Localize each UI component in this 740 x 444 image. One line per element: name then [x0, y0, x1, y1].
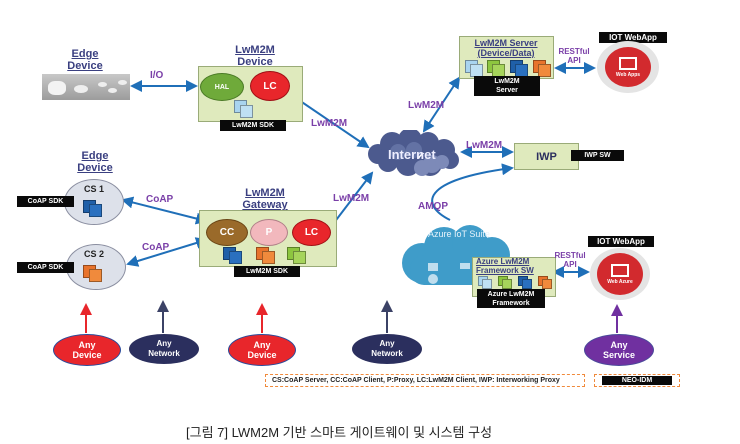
- module-icon: [538, 64, 551, 77]
- module-icon: [542, 279, 552, 289]
- iot-webapp-bottom-label: IOT WebApp: [588, 236, 654, 247]
- cs2-cc-arrow: [126, 237, 208, 267]
- edge-device-top-title: Edge Device: [67, 48, 103, 72]
- module-icon: [262, 251, 275, 264]
- cs2-label: CS 2: [84, 249, 105, 259]
- azure-suite-label: Azure IoT Suite: [428, 229, 490, 239]
- restful-api-top-label: RESTful API: [558, 47, 590, 65]
- module-icon: [89, 269, 102, 282]
- monitor-icon: [619, 56, 637, 70]
- figure-caption: [그림 7] LWM2M 기반 스마트 게이트웨이 및 시스템 구성: [186, 425, 493, 440]
- coap-label-1: CoAP: [146, 194, 174, 205]
- protocol-label-server: LwM2M: [408, 100, 445, 111]
- module-icon: [482, 279, 492, 289]
- module-icon: [240, 105, 253, 118]
- abbreviation-legend: CS:CoAP Server, CC:CoAP Client, P:Proxy,…: [265, 374, 585, 387]
- coap-label-2: CoAP: [142, 242, 170, 253]
- edge-device-image: [42, 74, 130, 100]
- module-icon: [502, 279, 512, 289]
- module-icon: [293, 251, 306, 264]
- lc-node-device: LC: [250, 71, 290, 101]
- cc-node: CC: [206, 219, 248, 246]
- module-icon: [522, 279, 532, 289]
- neo-idm-box: NEO-IDM: [594, 374, 680, 387]
- webapp-bottom-node: Web Azure: [597, 253, 643, 295]
- lwm2m-gateway-title: LwM2M Gateway: [242, 187, 288, 211]
- coap-sdk-label-2: CoAP SDK: [17, 262, 74, 273]
- iwp-sw-label: IWP SW: [571, 150, 624, 161]
- protocol-label-gateway: LwM2M: [333, 193, 370, 204]
- monitor-icon: [611, 263, 629, 277]
- io-label: I/O: [150, 70, 164, 81]
- edge-device-left-title: Edge Device: [77, 150, 113, 174]
- lwm2m-sdk-label-gateway: LwM2M SDK: [234, 266, 300, 277]
- hal-node: HAL: [200, 73, 244, 101]
- lc-node-gateway: LC: [292, 219, 331, 246]
- lwm2m-device-title: LwM2M Device: [235, 44, 275, 68]
- protocol-label-device: LwM2M: [311, 118, 348, 129]
- restful-api-bottom-label: RESTful API: [554, 251, 586, 269]
- server-internet-arrow: [422, 76, 461, 133]
- p-node: P: [250, 219, 288, 246]
- module-icon: [89, 204, 102, 217]
- neo-idm-label: NEO-IDM: [602, 376, 672, 385]
- amqp-label: AMQP: [418, 201, 448, 212]
- protocol-label-iwp: LwM2M: [466, 140, 503, 151]
- device-internet-arrow: [288, 92, 370, 149]
- lwm2m-sdk-label-device: LwM2M SDK: [220, 120, 286, 131]
- module-icon: [229, 251, 242, 264]
- lwm2m-server-title: LwM2M Server (Device/Data): [474, 38, 538, 58]
- internet-cloud: [368, 130, 459, 176]
- iot-webapp-top-label: IOT WebApp: [599, 32, 667, 43]
- amqp-curve: [431, 163, 514, 221]
- internet-label: Internet: [388, 147, 436, 162]
- webapp-top-node: Web Apps: [605, 47, 651, 87]
- azure-framework-sw-title: Azure LwM2M Framework SW: [476, 257, 534, 275]
- coap-sdk-label-1: CoAP SDK: [17, 196, 74, 207]
- gateway-internet-arrow: [329, 171, 374, 229]
- cs1-cc-arrow: [121, 196, 208, 225]
- iwp-box: IWP: [514, 143, 579, 170]
- cs1-label: CS 1: [84, 184, 105, 194]
